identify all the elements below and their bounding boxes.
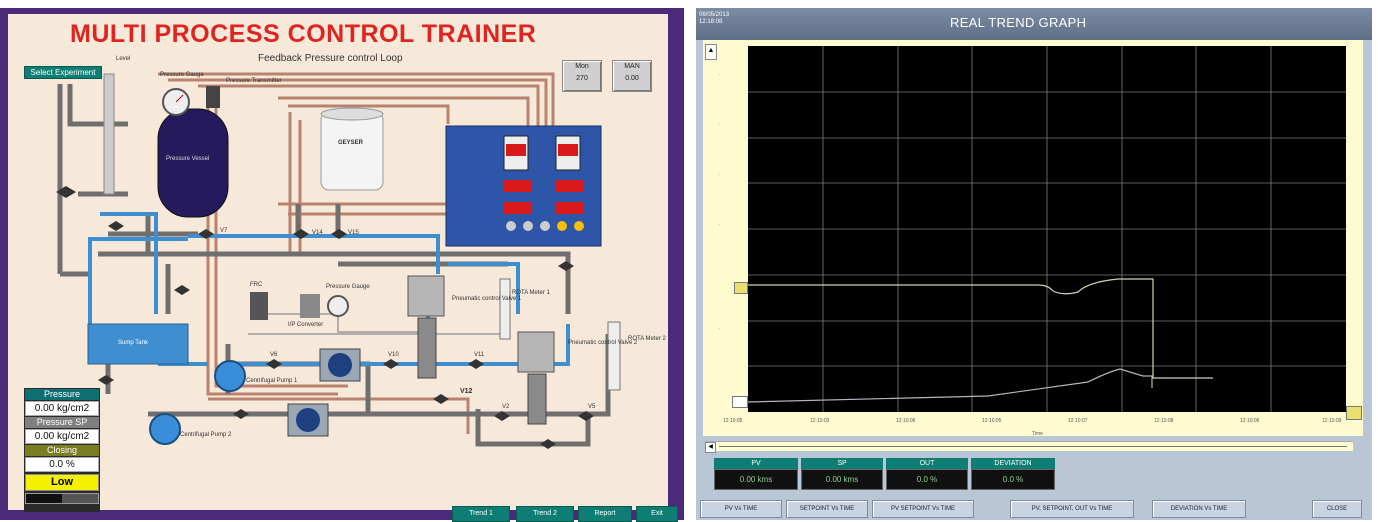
label-pressure-gauge-2: Pressure Gauge (326, 284, 370, 290)
x-tick-label: 12:10:03 (810, 418, 830, 424)
label-v14: V14 (312, 230, 323, 236)
label-pump-2: Centrifugal Pump 2 (180, 432, 232, 438)
setpoint-vs-time-button[interactable]: SETPOINT Vs TIME (786, 500, 868, 518)
label-pressure-vessel: Pressure Vessel (166, 156, 210, 162)
trend1-button[interactable]: Trend 1 (452, 506, 510, 522)
pv-setpoint-vs-time-button[interactable]: PV SETPOINT Vs TIME (872, 500, 974, 518)
x-tick-label: 12:10:05 (723, 418, 743, 424)
trend-line-out (748, 368, 1153, 403)
scroll-left-icon[interactable]: ◀ (705, 442, 716, 453)
label-v11: V11 (474, 352, 485, 358)
readout-out-value: 0.0 % (886, 469, 968, 490)
readout-pv-label: PV (714, 458, 798, 469)
label-sump-tank: Sump Tank (118, 340, 148, 346)
trend-header (696, 8, 1372, 40)
label-v7: V7 (220, 228, 228, 234)
label-v6: V6 (270, 352, 278, 358)
label-v5: V5 (588, 404, 596, 410)
label-pneumatic-valve-2: Pneumatic control Valve 2 (568, 340, 638, 346)
y-tick-mark: · (719, 222, 721, 228)
x-tick-label: 12:10:09 (1322, 418, 1342, 424)
readout-sp-label: SP (801, 458, 883, 469)
x-tick-label: 12:10:06 (1240, 418, 1260, 424)
y-axis-low-handle[interactable] (732, 396, 748, 408)
indicator-man[interactable]: MAN 0.00 (612, 60, 652, 92)
piping-diagram (56, 72, 621, 449)
select-experiment-button[interactable]: Select Experiment (24, 66, 102, 79)
pressure-value: 0.00 kg/cm2 (25, 401, 99, 416)
indicator-man-value: 0.00 (625, 75, 639, 82)
plot-grid (748, 46, 1346, 412)
indicator-man-label: MAN (624, 63, 640, 70)
indicator-mon[interactable]: Mon 270 (562, 60, 602, 92)
trend-clock: 06/05/2013 12:18:08 (699, 12, 729, 26)
label-v10: V10 (388, 352, 399, 358)
level-status-badge: Low (25, 474, 99, 491)
readout-out-label: OUT (886, 458, 968, 469)
label-rota-meter-1: ROTA Meter 1 (512, 290, 550, 296)
label-v15: V15 (348, 230, 359, 236)
trend-plot (748, 46, 1346, 412)
x-tick-label: 12:10:07 (1068, 418, 1088, 424)
label-ip-converter: I/P Converter (288, 322, 324, 328)
pressure-sp-value[interactable]: 0.00 kg/cm2 (25, 429, 99, 444)
label-pneumatic-valve-1: Pneumatic control Valve 1 (452, 296, 522, 302)
readout-sp: SP 0.00 kms (801, 458, 883, 490)
readout-sp-value: 0.00 kms (801, 469, 883, 490)
closing-value: 0.0 % (25, 457, 99, 472)
pressure-sp-label: Pressure SP (25, 417, 99, 428)
trend-line-pv-sp (748, 278, 1213, 379)
label-pressure-gauge: Pressure Gauge (160, 72, 204, 78)
deviation-vs-time-button[interactable]: DEVIATION Vs TIME (1152, 500, 1246, 518)
label-level: Level (116, 56, 131, 62)
y-tick-mark: · (719, 122, 721, 128)
closing-label: Closing (25, 445, 99, 456)
label-frc: FRC (250, 282, 263, 288)
horizontal-scrollbar[interactable]: ◀ (705, 441, 1353, 453)
scroll-up-button[interactable]: ▲ (705, 44, 717, 60)
indicator-mon-value: 270 (576, 75, 588, 82)
label-rota-meter-2: ROTA Meter 2 (628, 336, 666, 342)
y-tick-mark: · (719, 326, 721, 332)
readout-pv: PV 0.00 kms (714, 458, 798, 490)
x-tick-label: 12:10:06 (896, 418, 916, 424)
readout-deviation: DEVIATION 0.0 % (971, 458, 1055, 490)
label-pressure-transmitter: Pressure Transmitter (226, 78, 282, 84)
readout-deviation-label: DEVIATION (971, 458, 1055, 469)
x-tick-label: 12:10:08 (1154, 418, 1174, 424)
indicator-mon-label: Mon (575, 63, 589, 70)
readout-out: OUT 0.0 % (886, 458, 968, 490)
level-switch-fill (26, 494, 62, 503)
status-panel: Pressure 0.00 kg/cm2 Pressure SP 0.00 kg… (24, 388, 100, 512)
close-button[interactable]: CLOSE (1312, 500, 1362, 518)
readout-deviation-value: 0.0 % (971, 469, 1055, 490)
label-geyser: GEYSER (338, 140, 364, 146)
label-v2: V2 (502, 404, 510, 410)
page-subtitle: Feedback Pressure control Loop (258, 53, 403, 64)
label-v12: V12 (460, 388, 473, 395)
trend-time: 12:18:08 (699, 19, 723, 25)
page-title: MULTI PROCESS CONTROL TRAINER (70, 20, 537, 48)
readout-pv-value: 0.00 kms (714, 469, 798, 490)
pressure-label: Pressure (25, 389, 99, 400)
level-switch-bar (25, 493, 99, 504)
x-tick-label: 12:10:05 (982, 418, 1002, 424)
trend-title: REAL TREND GRAPH (950, 15, 1087, 30)
y-tick-mark: · (719, 172, 721, 178)
scroll-track (719, 446, 1347, 447)
y-tick-mark: · (719, 72, 721, 78)
y-axis-marker-handle[interactable] (734, 282, 748, 294)
x-axis-end-handle[interactable] (1346, 406, 1362, 420)
label-pump-1: Centrifugal Pump 1 (246, 378, 298, 384)
x-axis-label: Time (1032, 431, 1043, 437)
trend-date: 06/05/2013 (699, 12, 730, 18)
pv-vs-time-button[interactable]: PV Vs TIME (700, 500, 782, 518)
pv-setpoint-out-vs-time-button[interactable]: PV, SETPOINT, OUT Vs TIME (1010, 500, 1134, 518)
